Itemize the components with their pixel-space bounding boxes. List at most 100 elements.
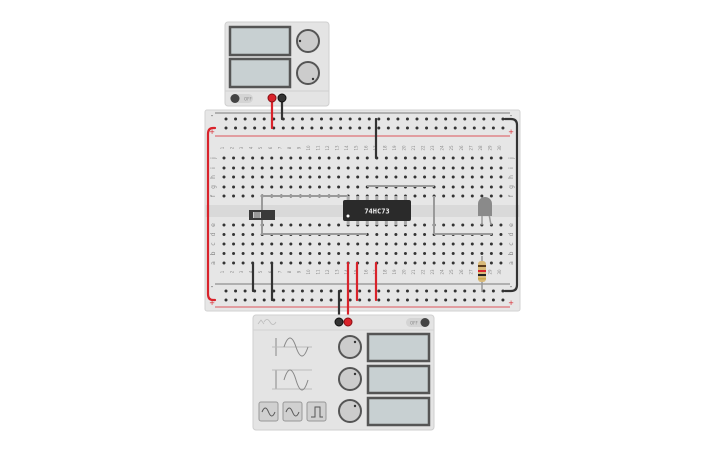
breadboard-hole[interactable] — [260, 252, 264, 255]
rail-hole[interactable] — [491, 289, 495, 293]
breadboard-hole[interactable] — [461, 223, 465, 227]
breadboard-hole[interactable] — [318, 223, 321, 227]
breadboard-hole[interactable] — [260, 175, 264, 179]
breadboard-hole[interactable] — [423, 194, 427, 198]
breadboard-hole[interactable] — [413, 175, 417, 179]
rail-hole[interactable] — [482, 117, 486, 121]
rail-hole[interactable] — [444, 126, 448, 130]
rail-hole[interactable] — [348, 117, 352, 121]
breadboard-hole[interactable] — [346, 166, 350, 170]
rail-hole[interactable] — [367, 289, 371, 293]
breadboard-hole[interactable] — [470, 175, 474, 179]
rail-hole[interactable] — [482, 126, 486, 130]
breadboard-hole[interactable] — [403, 156, 407, 160]
rail-hole[interactable] — [300, 117, 304, 121]
breadboard-hole[interactable] — [423, 223, 427, 227]
breadboard-hole[interactable] — [461, 185, 465, 189]
rail-hole[interactable] — [425, 289, 429, 293]
rail-hole[interactable] — [396, 117, 400, 121]
breadboard-hole[interactable] — [298, 223, 302, 227]
breadboard-hole[interactable] — [308, 166, 312, 170]
rail-hole[interactable] — [291, 289, 295, 293]
rail-hole[interactable] — [396, 126, 400, 130]
rail-hole[interactable] — [329, 117, 333, 121]
breadboard-hole[interactable] — [423, 166, 427, 170]
rail-hole[interactable] — [463, 289, 467, 293]
breadboard-hole[interactable] — [337, 261, 341, 265]
breadboard-hole[interactable] — [413, 166, 417, 170]
breadboard-hole[interactable] — [318, 166, 321, 170]
rail-hole[interactable] — [281, 289, 285, 293]
rail-hole[interactable] — [234, 298, 238, 302]
breadboard-hole[interactable] — [298, 156, 302, 160]
rail-hole[interactable] — [386, 126, 390, 130]
breadboard-hole[interactable] — [432, 166, 436, 170]
breadboard-hole[interactable] — [232, 194, 236, 198]
rail-hole[interactable] — [377, 298, 381, 302]
breadboard-hole[interactable] — [375, 175, 379, 179]
breadboard-hole[interactable] — [308, 252, 312, 255]
breadboard-hole[interactable] — [461, 261, 465, 265]
breadboard-hole[interactable] — [270, 156, 274, 160]
breadboard-hole[interactable] — [356, 156, 360, 160]
rail-hole[interactable] — [358, 126, 362, 130]
breadboard-hole[interactable] — [270, 175, 274, 179]
breadboard-hole[interactable] — [461, 252, 465, 255]
breadboard-hole[interactable] — [232, 252, 236, 255]
square-wave-button[interactable] — [306, 401, 327, 422]
breadboard-hole[interactable] — [470, 185, 474, 189]
breadboard-hole[interactable] — [423, 156, 427, 160]
rail-hole[interactable] — [425, 117, 429, 121]
breadboard-hole[interactable] — [470, 223, 474, 227]
triangle-wave-button[interactable] — [282, 401, 303, 422]
breadboard-hole[interactable] — [289, 166, 293, 170]
rail-hole[interactable] — [491, 117, 495, 121]
breadboard-hole[interactable] — [394, 156, 398, 160]
rail-hole[interactable] — [291, 298, 295, 302]
rail-hole[interactable] — [320, 298, 323, 302]
breadboard-hole[interactable] — [279, 242, 283, 246]
resistor[interactable] — [478, 256, 486, 292]
breadboard-hole[interactable] — [308, 175, 312, 179]
gray-wires[interactable] — [261, 185, 492, 235]
rail-hole[interactable] — [339, 126, 343, 130]
breadboard-hole[interactable] — [403, 233, 407, 236]
rail-hole[interactable] — [434, 298, 438, 302]
breadboard-hole[interactable] — [232, 233, 236, 236]
rail-hole[interactable] — [367, 126, 371, 130]
breadboard-hole[interactable] — [327, 261, 331, 265]
breadboard-hole[interactable] — [489, 194, 493, 198]
fgen-power-switch[interactable]: OFF — [406, 318, 430, 327]
rail-hole[interactable] — [463, 298, 467, 302]
breadboard-hole[interactable] — [499, 242, 503, 246]
frequency-knob[interactable] — [338, 335, 362, 359]
rail-hole[interactable] — [444, 298, 448, 302]
breadboard-hole[interactable] — [480, 166, 484, 170]
breadboard-hole[interactable] — [365, 261, 369, 265]
rail-hole[interactable] — [224, 298, 228, 302]
rail-hole[interactable] — [234, 289, 238, 293]
breadboard-hole[interactable] — [413, 223, 417, 227]
breadboard-hole[interactable] — [337, 223, 341, 227]
rail-hole[interactable] — [358, 289, 362, 293]
rail-hole[interactable] — [243, 117, 247, 121]
breadboard-hole[interactable] — [260, 166, 264, 170]
rail-hole[interactable] — [224, 289, 228, 293]
rail-hole[interactable] — [291, 126, 295, 130]
breadboard-hole[interactable] — [279, 185, 283, 189]
breadboard-hole[interactable] — [241, 194, 245, 198]
rail-hole[interactable] — [405, 289, 409, 293]
breadboard-hole[interactable] — [423, 252, 427, 255]
rail-hole[interactable] — [396, 289, 400, 293]
rail-hole[interactable] — [224, 126, 228, 130]
breadboard-hole[interactable] — [260, 156, 264, 160]
breadboard-hole[interactable] — [270, 166, 274, 170]
breadboard-hole[interactable] — [461, 194, 465, 198]
rail-hole[interactable] — [262, 126, 266, 130]
breadboard-hole[interactable] — [470, 166, 474, 170]
rail-hole[interactable] — [405, 298, 409, 302]
breadboard-hole[interactable] — [327, 175, 331, 179]
breadboard-hole[interactable] — [356, 242, 360, 246]
rail-hole[interactable] — [243, 289, 247, 293]
breadboard-hole[interactable] — [232, 156, 236, 160]
